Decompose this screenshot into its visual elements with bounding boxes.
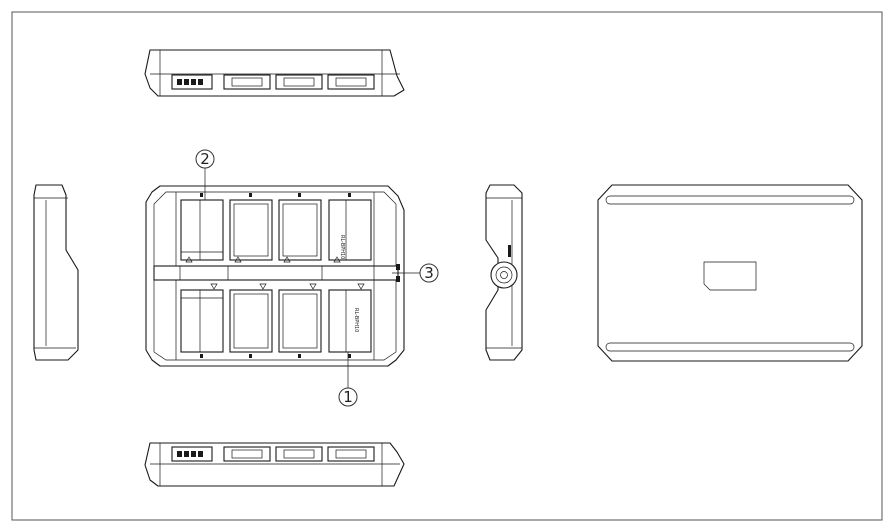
- callout-3: 3: [419, 263, 439, 283]
- drawing-frame: [11, 11, 883, 521]
- front-plan-view: RL-BPH10 RL-BPH10: [145, 185, 405, 367]
- top-side-view: [144, 49, 405, 97]
- back-view: [597, 184, 863, 362]
- callout-2-label: 2: [200, 150, 210, 168]
- callout-2: 2: [195, 149, 215, 169]
- callout-leaders: [204, 168, 420, 388]
- callout-1: 1: [338, 387, 358, 407]
- label-mark: [508, 245, 511, 257]
- bottom-side-view: [144, 442, 405, 487]
- right-end-view: [485, 184, 523, 361]
- callout-1-label: 1: [343, 388, 353, 406]
- callout-3-label: 3: [424, 264, 434, 282]
- svg-text:RL-BPH10: RL-BPH10: [353, 308, 359, 332]
- left-end-view: [33, 184, 79, 361]
- svg-text:RL-BPH10: RL-BPH10: [339, 235, 345, 259]
